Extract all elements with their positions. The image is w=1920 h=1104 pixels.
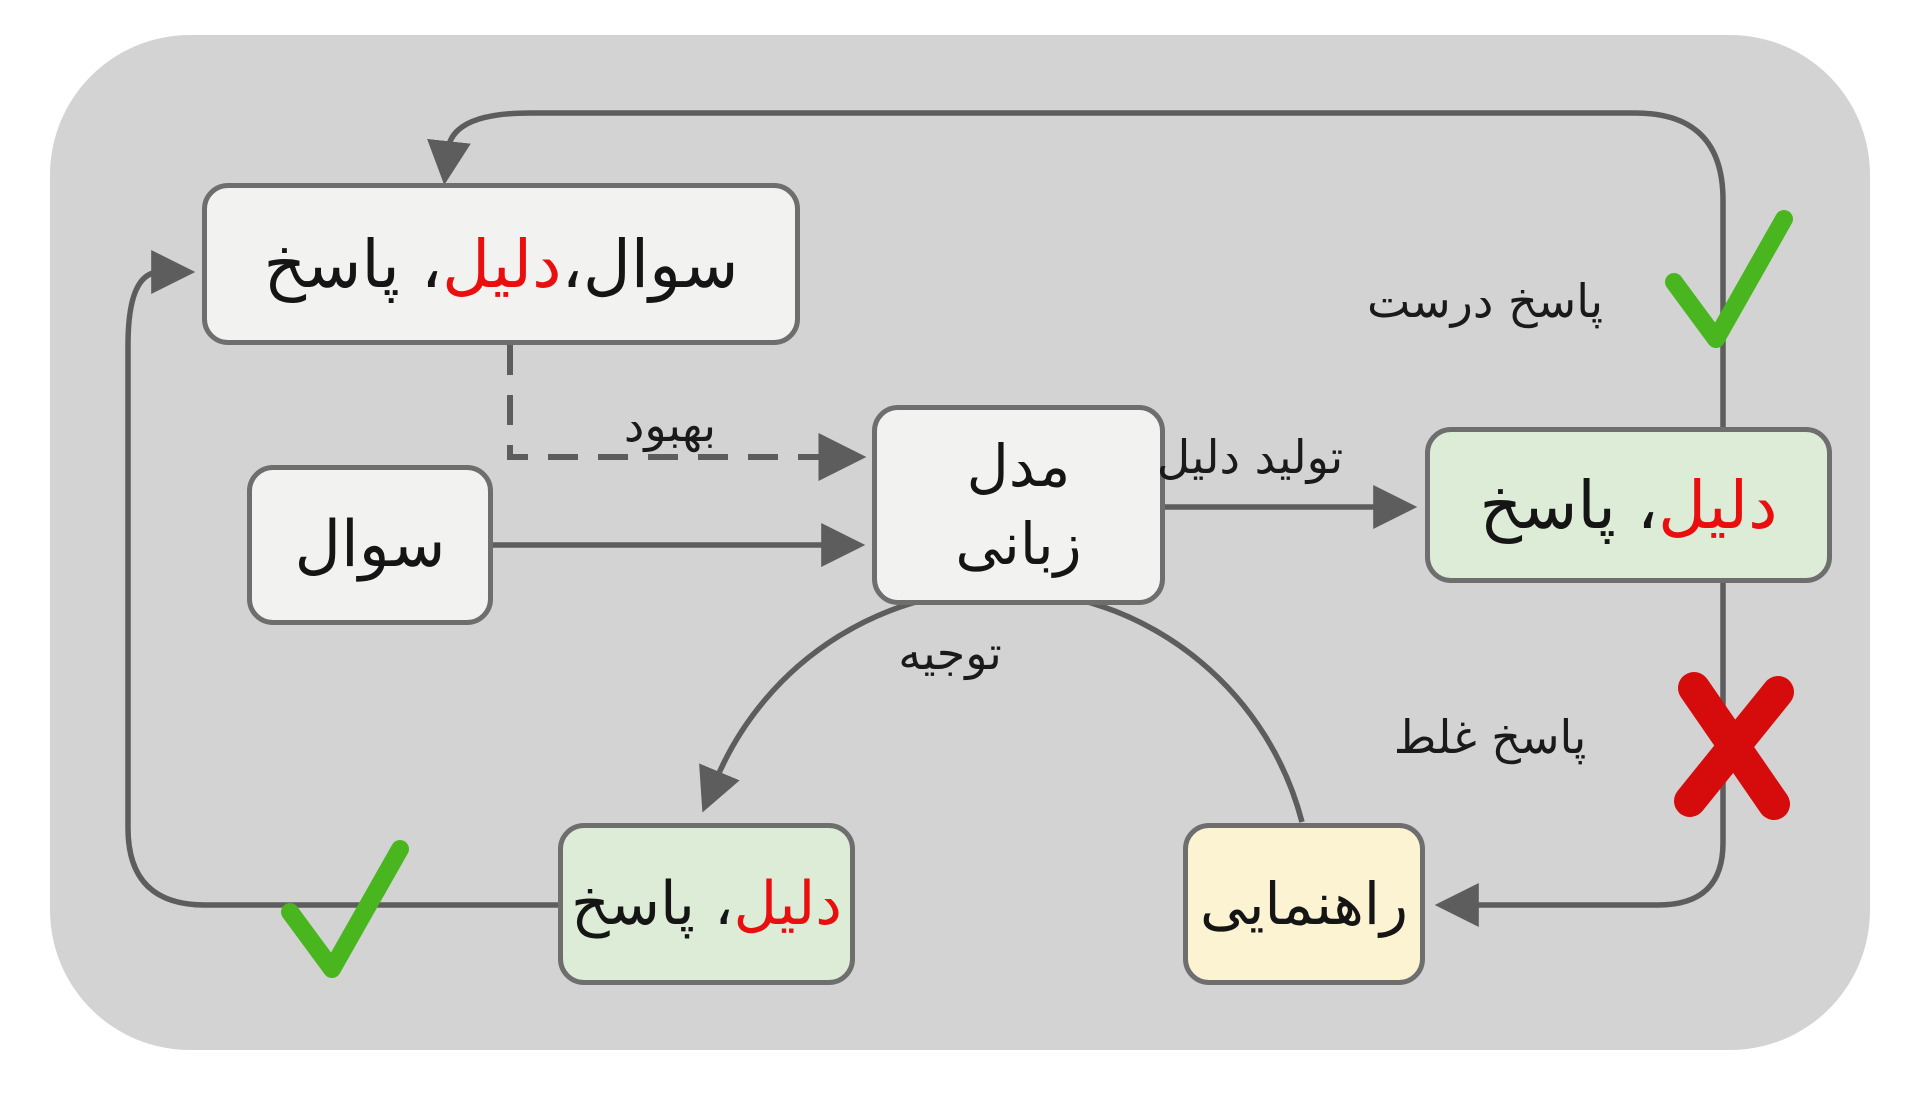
model-line-1: مدل [966,431,1071,500]
label-correct-answer: پاسخ درست [1366,274,1604,328]
label-improve: بهبود [623,398,717,452]
node-language-model: مدل زبانی [872,405,1165,605]
node-text: راهنمایی [1200,870,1408,938]
label-rationalization: توجیه [898,626,1002,680]
x-icon [1674,672,1794,820]
model-line-2: زبانی [955,510,1082,578]
node-text: ، پاسخ [263,225,443,303]
node-question-rationale-answer: سوال، دلیل، پاسخ [202,183,800,345]
check-icon [281,840,409,978]
edge-improve-dashed [507,345,867,481]
edge-correct-answer-loop [427,110,1726,427]
node-text: ، پاسخ [1479,466,1659,544]
node-text: ، پاسخ [571,869,734,939]
edge-bottom-loop-to-top [125,250,558,908]
label-rationale-generation: تولید دلیل [1156,430,1344,484]
node-rationale-answer-right: دلیل، پاسخ [1425,427,1832,583]
node-text: مدل زبانی [955,427,1081,584]
edge-wrong-answer-to-hint [1434,583,1726,927]
check-icon [1665,210,1793,348]
label-wrong-answer: پاسخ غلط [1393,710,1587,764]
node-hint: راهنمایی [1183,823,1425,985]
edge-rationalization-arc [699,587,1305,823]
node-text: سوال، [561,225,739,303]
node-text-rationale: دلیل [442,225,562,303]
node-text-rationale: دلیل [733,869,842,939]
node-rationale-answer-bottom: دلیل، پاسخ [558,823,855,985]
node-text: سوال [294,508,446,582]
node-text-rationale: دلیل [1658,466,1778,544]
node-question: سوال [247,465,493,625]
